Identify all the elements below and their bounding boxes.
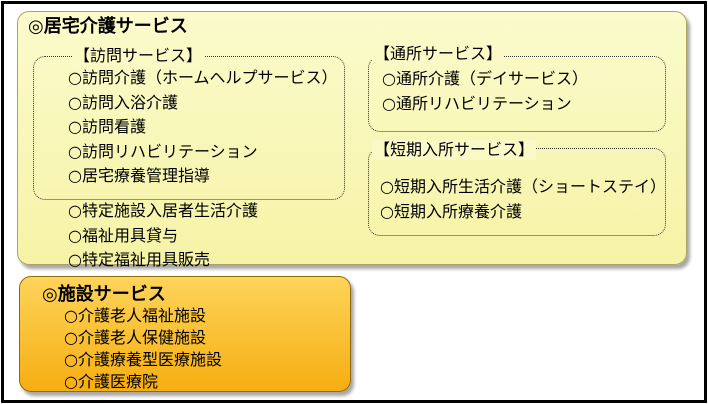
home-care-services-panel: ◎居宅介護サービス 【訪問サービス】 ○訪問介護（ホームヘルプサービス） ○訪問…	[17, 11, 687, 269]
list-item: ○通所介護（デイサービス）	[382, 69, 588, 88]
list-item: ○福祉用具貸与	[68, 225, 178, 245]
list-item: ○通所リハビリテーション	[382, 93, 572, 113]
list-item: ○介護老人保健施設	[64, 328, 206, 347]
list-item: ○介護老人福祉施設	[64, 306, 206, 325]
list-item: ○訪問介護（ホームヘルプサービス）	[68, 68, 338, 87]
list-item: ○短期入所療養介護	[380, 201, 522, 221]
list-item: ○介護医療院	[64, 372, 158, 391]
short-stay-services-label: 【短期入所サービス】	[372, 140, 537, 160]
list-item: ○訪問リハビリテーション	[68, 141, 258, 161]
home-care-services-title: ◎居宅介護サービス	[28, 16, 188, 37]
other-home-services-list: ○特定施設入居者生活介護 ○福祉用具貸与 ○特定福祉用具販売	[68, 199, 258, 273]
facility-services-title: ◎施設サービス	[42, 284, 166, 305]
day-services-list: ○通所介護（デイサービス） ○通所リハビリテーション	[382, 67, 588, 116]
day-services-label: 【通所サービス】	[372, 44, 505, 64]
list-item: ○特定福祉用具販売	[68, 250, 210, 269]
list-item: ○特定施設入居者生活介護	[68, 201, 258, 220]
short-stay-services-list: ○短期入所生活介護（ショートステイ） ○短期入所療養介護	[380, 175, 666, 224]
facility-services-list: ○介護老人福祉施設 ○介護老人保健施設 ○介護療養型医療施設 ○介護医療院	[64, 305, 222, 393]
list-item: ○介護療養型医療施設	[64, 350, 222, 369]
day-services-group	[368, 56, 666, 132]
visit-services-list: ○訪問介護（ホームヘルプサービス） ○訪問入浴介護 ○訪問看護 ○訪問リハビリテ…	[68, 66, 337, 189]
list-item: ○訪問看護	[68, 117, 146, 136]
list-item: ○訪問入浴介護	[68, 92, 178, 112]
list-item: ○短期入所生活介護（ショートステイ）	[380, 177, 666, 196]
facility-services-panel: ◎施設サービス ○介護老人福祉施設 ○介護老人保健施設 ○介護療養型医療施設 ○…	[19, 276, 351, 392]
visit-services-label: 【訪問サービス】	[72, 46, 205, 66]
list-item: ○居宅療養管理指導	[68, 166, 210, 185]
